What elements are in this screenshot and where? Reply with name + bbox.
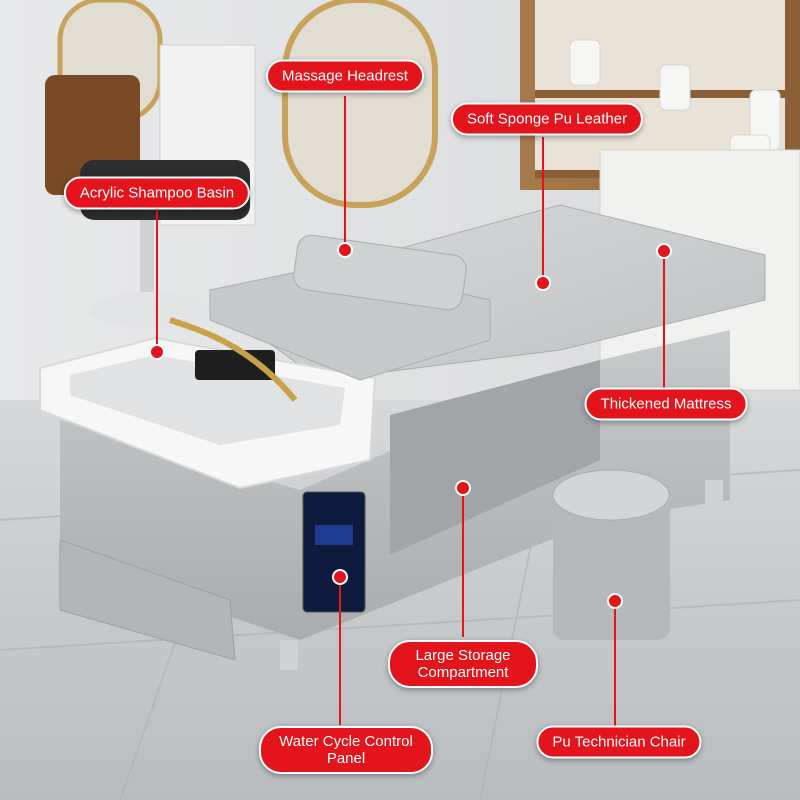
callout-large-storage-compartment: Large Storage Compartment — [388, 640, 538, 688]
callout-soft-sponge-pu-leather: Soft Sponge Pu Leather — [450, 102, 644, 136]
callout-text-line2: Compartment — [417, 664, 509, 681]
callout-text-line1: Large Storage — [415, 647, 511, 664]
control-panel-display — [315, 525, 353, 545]
hotspot-panel — [332, 569, 348, 585]
callout-text: Thickened Mattress — [600, 395, 732, 413]
hotspot-headrest — [337, 242, 353, 258]
hotspot-storage — [455, 480, 471, 496]
bed-leg — [280, 640, 298, 670]
technician-stool — [552, 469, 670, 640]
mirror-frame — [282, 0, 438, 208]
hotspot-basin — [149, 344, 165, 360]
callout-pu-technician-chair: Pu Technician Chair — [536, 725, 702, 759]
callout-leaders — [149, 96, 672, 728]
control-panel — [302, 491, 366, 613]
hotspot-chair — [607, 593, 623, 609]
callout-text: Pu Technician Chair — [552, 733, 686, 751]
massage-headrest-pillow — [293, 234, 467, 311]
callout-text: Acrylic Shampoo Basin — [79, 184, 235, 202]
drain-rack — [195, 350, 275, 380]
callout-text-line2: Panel — [326, 750, 366, 767]
callout-text: Massage Headrest — [282, 67, 408, 85]
hotspot-leather — [535, 275, 551, 291]
storage-opening — [390, 360, 600, 555]
hotspot-mattress — [656, 243, 672, 259]
faucet-hose — [169, 317, 298, 402]
callout-thickened-mattress: Thickened Mattress — [584, 387, 748, 421]
callout-massage-headrest: Massage Headrest — [266, 59, 424, 93]
callout-text-line1: Water Cycle Control — [279, 733, 413, 750]
bed-leg — [705, 480, 723, 510]
callout-water-cycle-control-panel: Water Cycle Control Panel — [259, 726, 433, 774]
callout-acrylic-shampoo-basin: Acrylic Shampoo Basin — [63, 176, 251, 210]
callout-text: Soft Sponge Pu Leather — [466, 110, 628, 128]
bed-skirt — [59, 539, 236, 661]
